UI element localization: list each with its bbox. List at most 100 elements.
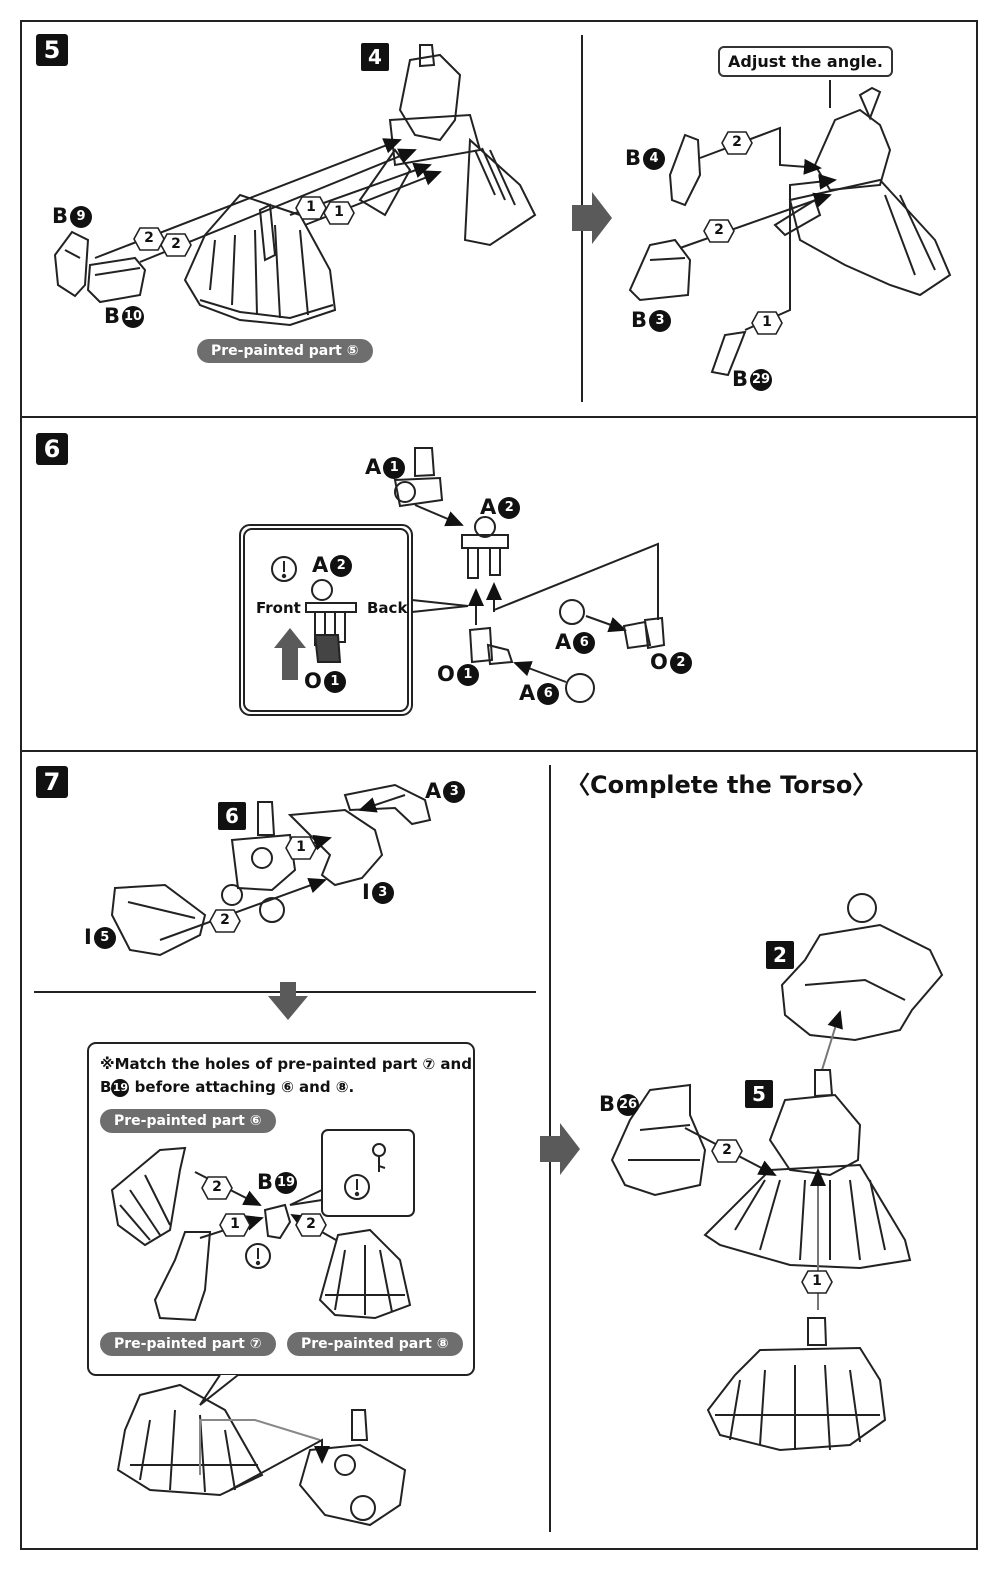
match-holes-instruction: ※Match the holes of pre-painted part ⑦ a… <box>100 1053 472 1099</box>
pre-painted-part-8-shape <box>318 1228 412 1320</box>
sub-assembly-4-badge: 4 <box>361 43 389 71</box>
part-b26 <box>610 1083 707 1197</box>
part-b9 <box>53 230 90 298</box>
part-a2 <box>461 516 509 579</box>
step5-panel <box>20 20 978 420</box>
order-number: 2 <box>144 230 154 246</box>
order-number: 1 <box>296 839 306 855</box>
caution-icon <box>271 556 297 582</box>
step-7-badge: 7 <box>36 766 68 798</box>
order-marker-2 <box>201 1176 233 1200</box>
sub-assembly-2-badge: 2 <box>766 941 794 969</box>
part-o1 <box>468 626 514 666</box>
order-marker-1 <box>295 196 327 220</box>
step7-panel <box>20 750 978 1550</box>
order-marker-2 <box>133 227 165 251</box>
step-6-badge: 6 <box>36 433 68 465</box>
part-a3 <box>343 783 432 826</box>
sub-assembly-6 <box>221 801 297 923</box>
pre-painted-part-5-skirt <box>183 193 337 327</box>
note-line-2: B19 before attaching ⑥ and ⑧. <box>100 1078 355 1097</box>
complete-torso-title: 〈Complete the Torso〉 <box>566 771 877 799</box>
order-number: 2 <box>306 1216 316 1232</box>
part-a6-top <box>559 599 585 625</box>
part-o2 <box>622 616 666 650</box>
skirt-bottom <box>706 1317 887 1452</box>
order-number: 2 <box>722 1142 732 1158</box>
part-a6-bottom <box>565 673 595 703</box>
next-arrow <box>540 1123 580 1175</box>
caution-icon <box>245 1243 271 1269</box>
note-line-1: ※Match the holes of pre-painted part ⑦ a… <box>100 1055 472 1073</box>
order-number: 2 <box>732 134 742 150</box>
order-marker-2 <box>295 1213 327 1237</box>
order-marker-2 <box>160 233 192 257</box>
order-number: 2 <box>212 1179 222 1195</box>
order-marker-1 <box>285 836 317 860</box>
back-label: Back <box>367 599 408 617</box>
pre-painted-part-7-shape <box>153 1231 212 1322</box>
order-number: 2 <box>171 236 181 252</box>
hip-bottom-right <box>298 1409 407 1527</box>
part-i5 <box>110 883 207 957</box>
part-b29 <box>710 330 747 377</box>
next-arrow <box>572 192 612 244</box>
order-marker-2 <box>721 131 753 155</box>
order-number: 1 <box>334 204 344 220</box>
sub-assembly-2-chest <box>780 893 944 1042</box>
order-number: 2 <box>220 912 230 928</box>
skirt-bottom-left <box>116 1383 264 1497</box>
caution-icon <box>344 1174 370 1200</box>
part-b4 <box>668 133 702 207</box>
order-number: 2 <box>714 222 724 238</box>
order-markers <box>133 131 833 1294</box>
order-marker-1 <box>323 201 355 225</box>
inset-part-a2 <box>305 579 357 663</box>
match-holes-note <box>87 1042 475 1376</box>
order-marker-2 <box>703 219 735 243</box>
pre-painted-part-6-shape <box>110 1146 187 1247</box>
order-number: 1 <box>812 1273 822 1289</box>
order-marker-1 <box>219 1213 251 1237</box>
order-marker-1 <box>801 1270 833 1294</box>
front-label: Front <box>256 599 301 617</box>
up-arrow <box>274 628 306 680</box>
sub-assembly-6-badge: 6 <box>218 802 246 830</box>
pre-painted-part-8-pill: Pre-painted part ⑧ <box>287 1332 463 1356</box>
sub-assembly-5-badge: 5 <box>745 1080 773 1108</box>
order-number: 1 <box>762 314 772 330</box>
part-b10 <box>86 256 147 304</box>
order-marker-2 <box>711 1139 743 1163</box>
down-arrow <box>268 982 308 1020</box>
torso-assembly-adjusted <box>773 86 952 297</box>
torso-assembly-4 <box>358 44 537 247</box>
torso-assembly-5 <box>703 1069 912 1270</box>
order-number: 1 <box>306 199 316 215</box>
step-5-badge: 5 <box>36 34 68 66</box>
adjust-angle-callout: Adjust the angle. <box>718 46 893 77</box>
pre-painted-part-6-pill: Pre-painted part ⑥ <box>100 1109 276 1133</box>
order-marker-2 <box>209 909 241 933</box>
hole-detail-inset <box>321 1129 415 1217</box>
order-number: 1 <box>230 1216 240 1232</box>
part-a1 <box>393 447 444 508</box>
